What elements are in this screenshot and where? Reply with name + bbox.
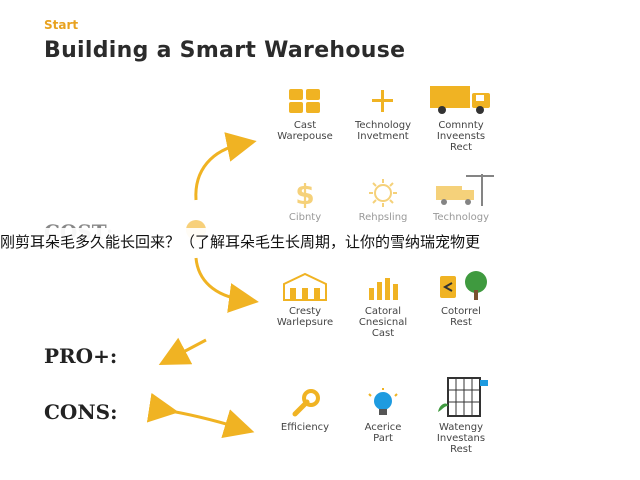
blocks-icon xyxy=(289,89,320,113)
grid-item-label: Watengy Investans Rest xyxy=(436,422,486,455)
grid-item-cast-warehouse: Cast Warepouse xyxy=(262,86,348,142)
grid-item-community-investments: Comnnty Inveensts Rect xyxy=(418,82,504,153)
grid-item-label: Cresty Warlepsure xyxy=(276,306,334,328)
tree-icon xyxy=(440,271,487,300)
grid-item-cibnty: $ Cibnty xyxy=(262,178,348,223)
overlay-banner: 刚剪耳朵毛多久能长回来？（了解耳朵毛生长周期，让你的雪纳瑞宠物更 xyxy=(0,228,640,256)
grid-item-label: Cibnty xyxy=(288,212,322,223)
plus-icon xyxy=(372,90,393,112)
truck-icon xyxy=(430,86,490,114)
svg-text:$: $ xyxy=(295,178,314,208)
greenhouse-icon xyxy=(438,377,488,417)
grid-item-label: Technology xyxy=(432,212,489,223)
grid-item-acerice-part: Acerice Part xyxy=(340,388,426,444)
grid-item-technology-investment: Technology Invetment xyxy=(340,86,426,142)
grid-item-label: Acerice Part xyxy=(364,422,402,444)
start-label: Start xyxy=(44,18,79,32)
lightbulb-icon xyxy=(368,388,398,415)
arrow-pro xyxy=(158,337,207,366)
wrench-icon xyxy=(292,389,320,417)
pro-label: PRO+: xyxy=(44,344,118,368)
grid-item-label: Cotorrel Rest xyxy=(441,306,481,328)
crane-truck-icon xyxy=(436,174,494,206)
grid-item-technology: Technology xyxy=(418,172,504,223)
arrow-cons xyxy=(146,392,255,439)
cons-label: CONS: xyxy=(44,400,118,424)
grid-item-watengy-investans: Watengy Investans Rest xyxy=(418,372,504,455)
grid-item-cresty-warehouse: Cresty Warlepsure xyxy=(262,272,348,328)
sun-gear-icon xyxy=(369,179,397,207)
grid-item-rehpsling: Rehpsling xyxy=(340,178,426,223)
dollar-icon: $ xyxy=(295,178,314,208)
grid-item-cotorrel-rest: Cotorrel Rest xyxy=(418,270,504,328)
grid-item-label: Rehpsling xyxy=(358,212,408,223)
grid-item-efficiency: Efficiency xyxy=(262,388,348,433)
grid-item-label: Technology Invetment xyxy=(354,120,411,142)
grid-item-label: Efficiency xyxy=(280,422,330,433)
grid-item-label: Cast Warepouse xyxy=(277,120,333,142)
grid-item-label: Catoral Cnesicnal Cast xyxy=(358,306,408,339)
arrow-up xyxy=(194,132,257,201)
arrow-down xyxy=(194,257,259,313)
warehouse-icon xyxy=(283,272,327,301)
grid-item-catoral-cast: Catoral Cnesicnal Cast xyxy=(340,272,426,339)
page-title: Building a Smart Warehouse xyxy=(44,38,406,63)
grid-item-label: Comnnty Inveensts Rect xyxy=(436,120,486,153)
bar-chart-icon xyxy=(369,278,398,300)
